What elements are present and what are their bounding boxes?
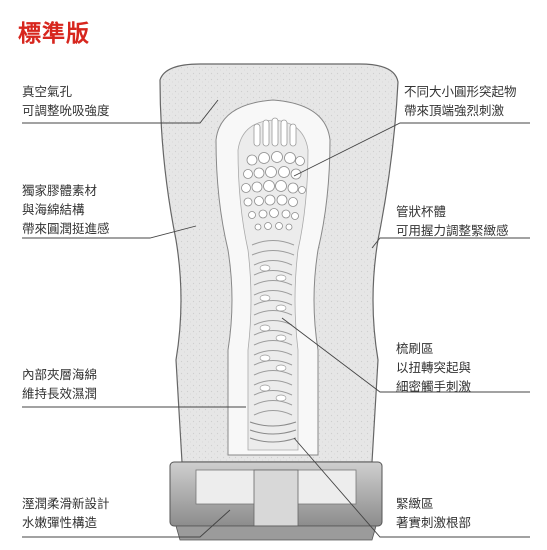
label-tube-cup-line2: 可用握力調整緊緻感 <box>396 223 509 238</box>
label-gel-material-line1: 獨家膠體素材 <box>22 183 98 198</box>
label-round-bumps-line1: 不同大小圓形突起物 <box>404 84 517 99</box>
label-inner-sponge-line2: 維持長效濕潤 <box>22 386 98 401</box>
label-brush-zone: 梳刷區 以扭轉突起與 細密觸手刺激 <box>396 339 471 396</box>
label-vacuum-hole-line2: 可調整吮吸強度 <box>22 103 110 118</box>
cap-base <box>175 525 377 541</box>
label-moist-design-line2: 水嫩彈性構造 <box>22 515 98 530</box>
label-tight-zone-line2: 著實刺激根部 <box>396 515 472 530</box>
label-vacuum-hole: 真空氣孔 可調整吮吸強度 <box>22 82 110 120</box>
label-moist-design-line1: 溼潤柔滑新設計 <box>22 496 110 511</box>
label-tube-cup: 管狀杯體 可用握力調整緊緻感 <box>396 202 509 240</box>
label-gel-material-line2: 與海綿結構 <box>22 202 85 217</box>
label-tube-cup-line1: 管狀杯體 <box>396 204 447 219</box>
cap-opening <box>253 469 299 527</box>
label-inner-sponge: 內部夾層海綿 維持長效濕潤 <box>22 365 97 403</box>
leader-lines <box>22 99 530 538</box>
label-brush-zone-line3: 細密觸手刺激 <box>396 379 472 394</box>
label-gel-material: 獨家膠體素材 與海綿結構 帶來圓潤挺進感 <box>22 181 110 238</box>
brush-zone-ridges <box>251 240 295 416</box>
label-gel-material-line3: 帶來圓潤挺進感 <box>22 221 110 236</box>
page-title: 標準版 <box>18 21 90 47</box>
brush-zone-nubs <box>259 264 287 402</box>
label-moist-design: 溼潤柔滑新設計 水嫩彈性構造 <box>22 494 110 532</box>
label-vacuum-hole-line1: 真空氣孔 <box>22 84 73 99</box>
label-round-bumps-line2: 帶來頂端強烈刺激 <box>404 103 505 118</box>
label-brush-zone-line2: 以扭轉突起與 <box>396 360 472 375</box>
round-bumps <box>241 151 306 231</box>
label-round-bumps: 不同大小圓形突起物 帶來頂端強烈刺激 <box>404 82 517 120</box>
label-brush-zone-line1: 梳刷區 <box>396 341 434 356</box>
label-tight-zone: 緊緻區 著實刺激根部 <box>396 494 471 532</box>
tight-zone-rings <box>249 421 297 443</box>
label-inner-sponge-line1: 內部夾層海綿 <box>22 367 98 382</box>
tip-bristles <box>253 117 297 147</box>
label-tight-zone-line1: 緊緻區 <box>396 496 434 511</box>
